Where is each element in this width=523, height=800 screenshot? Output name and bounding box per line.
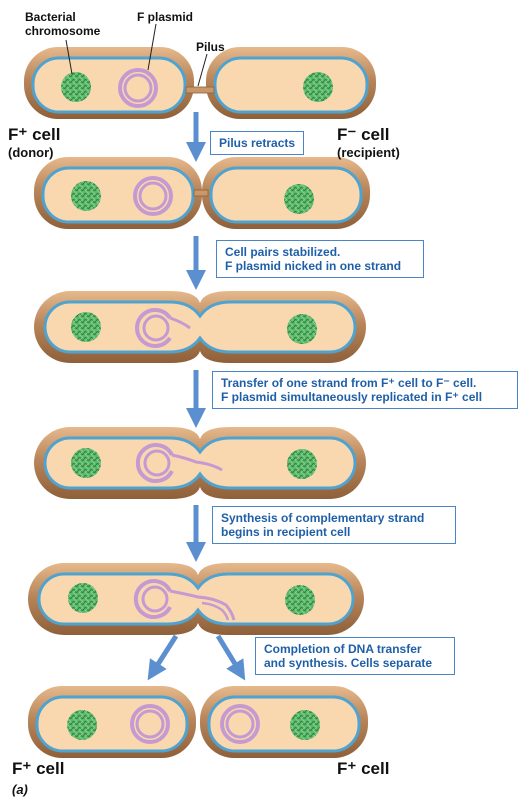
f-minus-cell-label: F⁻ cell [337, 125, 390, 144]
left-f-plasmid [130, 704, 170, 744]
stage-5 [28, 563, 364, 635]
f-plus-cell-bottom-right: F⁺ cell [337, 759, 390, 778]
f-plasmid-inner [143, 449, 171, 477]
step-line: Completion of DNA transfer [264, 642, 422, 656]
replicating-f-plasmid [133, 579, 172, 619]
recipient-chromosome [303, 72, 333, 102]
step-line: Cell pairs stabilized. [225, 245, 341, 259]
transferred-strand [169, 589, 236, 621]
right-cytoplasm [207, 695, 361, 753]
step-box-5: Completion of DNA transfer and synthesis… [255, 637, 455, 675]
recipient-chromosome [287, 449, 317, 479]
recipient-label: (recipient) [337, 145, 400, 160]
left-f-plasmid-inner [135, 709, 165, 739]
step-line: Synthesis of complementary strand [221, 511, 425, 525]
step-line: and synthesis. Cells separate [264, 656, 433, 670]
pilus-stub [193, 189, 209, 197]
step-line: F plasmid simultaneously replicated in F… [221, 390, 483, 404]
f-plasmid [133, 176, 173, 216]
donor-chromosome [71, 181, 101, 211]
label-line: Bacterial [25, 10, 76, 24]
step-line: F plasmid nicked in one strand [225, 259, 402, 273]
donor-label: (donor) [8, 145, 54, 160]
nicked-f-plasmid [135, 308, 172, 348]
stage-6 [28, 686, 368, 758]
donor-chromosome [71, 312, 101, 342]
step-box-1: Pilus retracts [210, 131, 305, 155]
leader-plasmid [147, 23, 157, 71]
donor-cytoplasm [31, 56, 187, 114]
stage-3 [34, 291, 366, 363]
arrow-5b [215, 634, 246, 681]
recipient-chromosome [284, 184, 314, 214]
f-plasmid [118, 68, 158, 108]
recipient-chromosome [287, 314, 317, 344]
f-plus-cell-label: F⁺ cell [8, 125, 61, 144]
step-line: Transfer of one strand from F⁺ cell to F… [221, 376, 477, 390]
leader-pilus [197, 53, 208, 87]
step-box-2: Cell pairs stabilized. F plasmid nicked … [216, 240, 424, 278]
recipient-chromosome [285, 585, 315, 615]
f-plasmid-label: F plasmid [137, 10, 194, 24]
step-box-4: Synthesis of complementary strand begins… [212, 506, 456, 544]
complementary-strand [201, 601, 230, 621]
bacterial-chromosome-label: Bacterial chromosome [25, 10, 100, 38]
transferring-strand [171, 453, 223, 472]
right-chromosome [290, 710, 320, 740]
panel-label: (a) [12, 782, 28, 797]
donor-chromosome [68, 583, 98, 613]
process-arrows [147, 112, 246, 681]
right-f-plasmid-inner [225, 709, 255, 739]
step-line: begins in recipient cell [221, 525, 351, 539]
pilus [185, 86, 215, 94]
stage-1 [24, 23, 376, 119]
right-f-plasmid [220, 704, 260, 744]
pilus-label: Pilus [196, 40, 225, 54]
label-line: chromosome [25, 24, 101, 38]
stage-2 [34, 157, 370, 229]
f-plus-cell-bottom-left: F⁺ cell [12, 759, 65, 778]
f-plasmid-inner [142, 314, 170, 342]
donor-chromosome [61, 72, 91, 102]
stage-4 [34, 427, 366, 499]
f-plasmid-inner [123, 73, 153, 103]
left-chromosome [67, 710, 97, 740]
replicating-f-plasmid [135, 443, 174, 483]
step-box-3: Transfer of one strand from F⁺ cell to F… [212, 371, 518, 409]
leader-chromosome [65, 39, 73, 75]
nicked-strand-end [169, 316, 191, 330]
f-plasmid-inner [141, 585, 169, 613]
f-plasmid-inner [138, 181, 168, 211]
arrow-5a [147, 634, 179, 681]
donor-chromosome [71, 448, 101, 478]
recipient-cytoplasm [213, 56, 369, 114]
step-line: Pilus retracts [219, 136, 296, 150]
mating-pair-cytoplasm [37, 572, 355, 626]
mating-pair-cytoplasm [43, 300, 357, 354]
